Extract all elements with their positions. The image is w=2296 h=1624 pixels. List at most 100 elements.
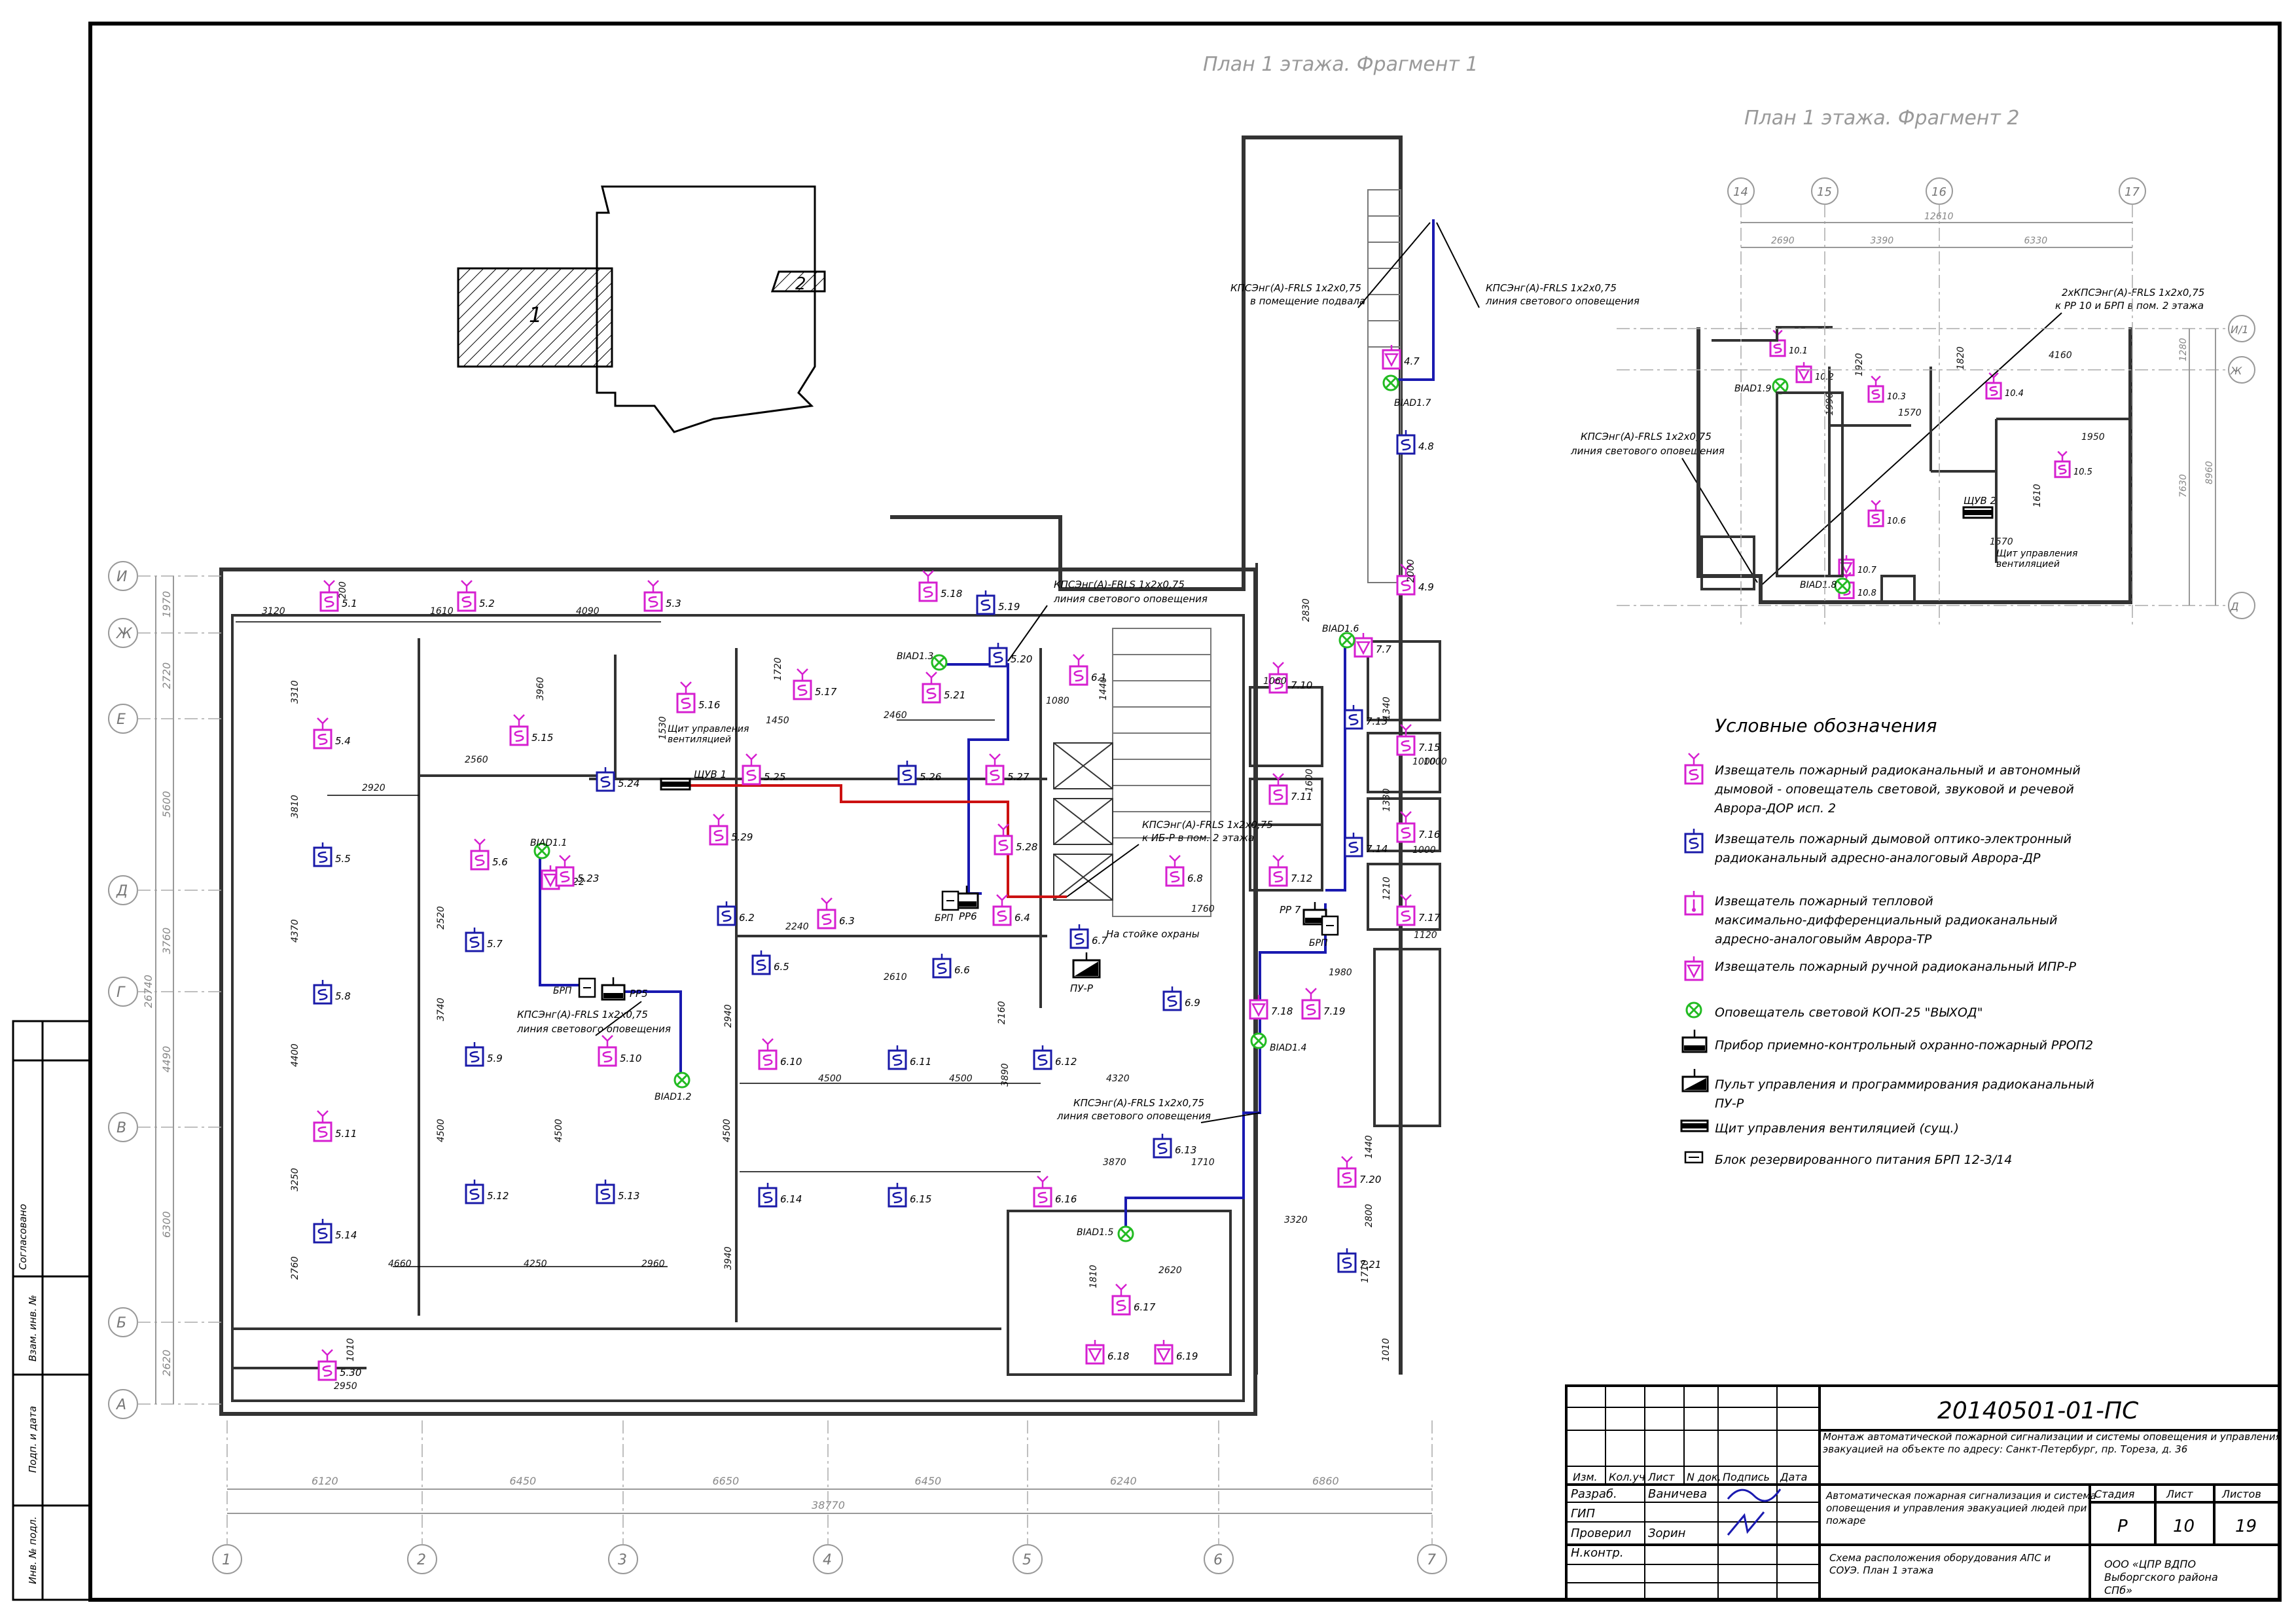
dimension-label: 1610 xyxy=(2032,484,2043,507)
cable-note: КПСЭнг(А)-FRLS 1х2х0,75 xyxy=(1486,282,1617,294)
dimension-label: 1720 xyxy=(773,657,783,681)
legend-item-text: Извещатель пожарный ручной радиоканальны… xyxy=(1715,960,2076,974)
dimension-label: 3960 xyxy=(535,677,546,700)
detector-label: 10.6 xyxy=(1887,516,1906,526)
col-head: Лист xyxy=(1647,1471,1675,1483)
psu-icon: БРП xyxy=(553,977,596,998)
vent-panel-label: ЩУВ 1 xyxy=(694,768,726,780)
detector-label: 7.16 xyxy=(1418,829,1440,840)
axis-label: А xyxy=(115,1397,126,1413)
detector-icon: 5.9 xyxy=(465,1042,503,1067)
dimension-label: 2610 xyxy=(884,972,907,983)
exit-lights: BIAD1.1BIAD1.2BIAD1.3BIAD1.4BIAD1.5BIAD1… xyxy=(530,374,1851,1242)
dimension-label: 2760 xyxy=(290,1256,300,1280)
side-stamp-inv-replace: Взам. инв. № xyxy=(27,1295,39,1362)
axis-label: Д xyxy=(116,883,128,899)
detector-icon: 4.7 xyxy=(1382,345,1420,370)
axis-label: 4 xyxy=(823,1552,832,1568)
legend-item: Извещатель пожарный дымовой оптико-элект… xyxy=(1684,829,2072,865)
detector-label: 6.15 xyxy=(910,1193,931,1205)
dimension-label: 1820 xyxy=(1956,346,1966,370)
detector-icon: 10.3 xyxy=(1867,375,1906,403)
stage-value: Р xyxy=(2117,1517,2128,1536)
detector-icon: 5.8 xyxy=(313,980,351,1005)
legend-item: Щит управления вентиляцией (сущ.) xyxy=(1680,1119,1959,1136)
dimension-label: 1970 xyxy=(160,591,173,618)
exit-light-label: BIAD1.1 xyxy=(530,838,567,848)
detector-icon: 6.4 xyxy=(992,894,1030,926)
detector-label: 10.3 xyxy=(1887,392,1906,402)
axis-label: Ж xyxy=(115,626,133,642)
detector-label: 5.26 xyxy=(920,771,941,783)
detector-icon: 7.12 xyxy=(1268,855,1312,887)
dimension-label: 3320 xyxy=(1284,1215,1308,1225)
detector-icon: 7.11 xyxy=(1268,773,1312,805)
detector-label: 5.1 xyxy=(342,598,357,609)
detector-label: 5.14 xyxy=(335,1229,357,1241)
detector-icon: 10.5 xyxy=(2054,450,2092,478)
cable-note: КПСЭнг(А)-FRLS 1х2х0,75 xyxy=(1054,579,1185,590)
detector-label: 5.11 xyxy=(335,1128,357,1140)
detector-icon: 6.10 xyxy=(758,1038,802,1070)
building-1-label: 1 xyxy=(529,302,542,327)
detector-label: 5.25 xyxy=(764,771,785,783)
legend-item-text: Извещатель пожарный дымовой оптико-элект… xyxy=(1714,832,2072,865)
sheet-value: 10 xyxy=(2173,1517,2195,1536)
dimension-label: 1950 xyxy=(2081,432,2105,442)
dimension-label: 4500 xyxy=(949,1074,973,1084)
axis-label: 2 xyxy=(417,1552,426,1568)
detector-icon: 5.6 xyxy=(470,839,508,871)
dimension-label: 26740 xyxy=(142,975,154,1008)
axis-label: 3 xyxy=(618,1552,627,1568)
dimension-label: 4370 xyxy=(290,919,300,943)
dimension-label: 4490 xyxy=(160,1046,173,1073)
dimension-label: 2560 xyxy=(465,755,488,765)
dimension-label: 6120 xyxy=(312,1475,338,1487)
col-head: Подпись xyxy=(1723,1471,1770,1483)
detector-label: 5.27 xyxy=(1007,771,1030,783)
axis-label: Г xyxy=(117,984,126,1001)
detector-icon: 5.23 xyxy=(555,855,599,887)
detector-icon: 5.12 xyxy=(465,1180,509,1204)
detector-icon: 5.16 xyxy=(676,681,720,713)
dimension-label: 2720 xyxy=(160,662,173,689)
detector-icon: 5.10 xyxy=(598,1035,641,1067)
dimension-label: 2940 xyxy=(723,1004,734,1028)
dimension-label: 3890 xyxy=(1000,1063,1011,1087)
detector-label: 6.12 xyxy=(1055,1056,1077,1068)
dimension-label: 4500 xyxy=(818,1074,842,1084)
site-plan: 1 2 xyxy=(457,185,826,433)
dimension-label: 4250 xyxy=(524,1259,547,1269)
exit-light-label: BIAD1.8 xyxy=(1800,580,1837,590)
detector-label: 7.20 xyxy=(1359,1174,1381,1185)
vent-panel-label: ЩУВ 2 xyxy=(1964,495,1996,507)
axis-bubble xyxy=(2228,356,2255,384)
detector-label: 5.19 xyxy=(998,601,1020,613)
exit-light-icon: BIAD1.7 xyxy=(1382,374,1431,408)
exit-light-icon: BIAD1.1 xyxy=(530,838,567,859)
detector-icon: 5.2 xyxy=(457,580,495,612)
dimension-label: 7630 xyxy=(2178,474,2189,497)
dimension-label: 1570 xyxy=(1898,408,1922,418)
panel-label: РР 7 xyxy=(1280,904,1301,916)
detector-label: 5.21 xyxy=(944,689,965,701)
detector-label: 7.14 xyxy=(1366,843,1388,855)
building-1-hatch xyxy=(457,267,613,368)
detector-label: 5.28 xyxy=(1016,841,1037,853)
col-head: Дата xyxy=(1780,1471,1807,1483)
detector-label: 10.5 xyxy=(2073,467,2092,477)
dimension-label: 2920 xyxy=(362,783,386,793)
dimension-label: 38770 xyxy=(812,1499,845,1511)
person-name: Ваничева xyxy=(1648,1487,1707,1501)
detector-label: 4.9 xyxy=(1418,581,1434,593)
detector-icon: 5.28 xyxy=(994,823,1037,856)
dimension-label: 1280 xyxy=(2178,338,2189,361)
detector-label: 4.8 xyxy=(1418,441,1434,452)
legend-item-text: Извещатель пожарный радиоканальный и авт… xyxy=(1713,763,2081,816)
dimension-label: 2830 xyxy=(1301,598,1312,622)
detector-icon: 5.1 xyxy=(319,580,357,612)
